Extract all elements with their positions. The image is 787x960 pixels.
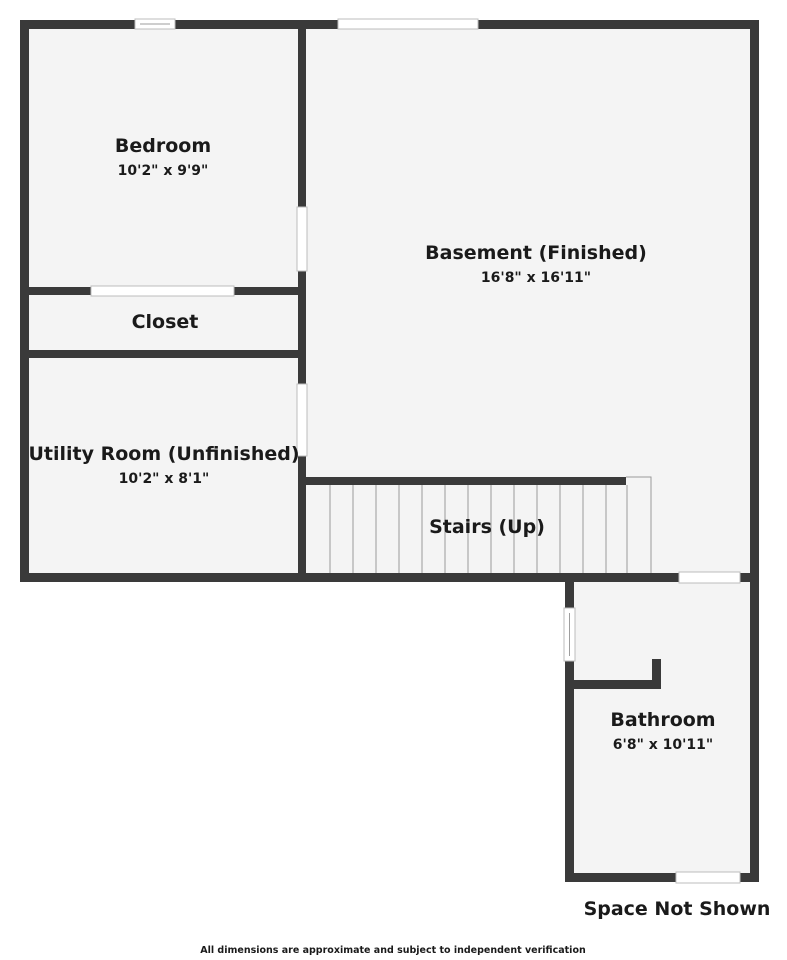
exterior-wall-left <box>20 20 29 582</box>
utility-dimensions: 10'2" x 8'1" <box>119 471 210 487</box>
bathroom-wall-left <box>565 573 574 882</box>
floors <box>24 24 754 878</box>
basement-name: Basement (Finished) <box>425 242 647 264</box>
bathroom-wall-bottom <box>565 873 759 882</box>
doorway-closet <box>90 285 235 297</box>
window-basement-top <box>337 18 479 30</box>
bedroom-name: Bedroom <box>115 135 211 157</box>
exterior-wall-bottom <box>20 573 754 582</box>
window-bathroom-bottom <box>675 871 741 884</box>
doorway-bathroom <box>678 571 741 584</box>
closet-name: Closet <box>132 311 199 333</box>
bedroom-dimensions: 10'2" x 9'9" <box>118 163 209 179</box>
closet-utility-wall <box>24 350 302 358</box>
stairs-outline <box>626 476 652 573</box>
bathroom-partition-horizontal <box>570 680 661 689</box>
bathroom-dimensions: 6'8" x 10'11" <box>613 737 713 753</box>
exterior-wall-right <box>750 20 759 882</box>
basement-dimensions: 16'8" x 16'11" <box>481 270 591 286</box>
disclaimer-text: All dimensions are approximate and subje… <box>200 945 586 956</box>
stairs <box>329 476 652 573</box>
main-level-floor <box>24 24 754 578</box>
room-labels: Bedroom 10'2" x 9'9" Basement (Finished)… <box>28 135 715 753</box>
space-not-shown-label: Space Not Shown <box>584 898 771 920</box>
bathroom-name: Bathroom <box>610 709 715 731</box>
interior-wall-vertical <box>298 24 306 578</box>
doorway-bedroom <box>296 206 308 272</box>
window-mullions <box>140 23 570 656</box>
bathroom-partition-vertical <box>652 659 661 689</box>
stairs-top-wall <box>306 477 626 485</box>
bathroom-floor <box>568 578 754 878</box>
stairs-name: Stairs (Up) <box>429 516 545 538</box>
utility-name: Utility Room (Unfinished) <box>28 443 299 465</box>
doorway-utility <box>296 383 308 457</box>
